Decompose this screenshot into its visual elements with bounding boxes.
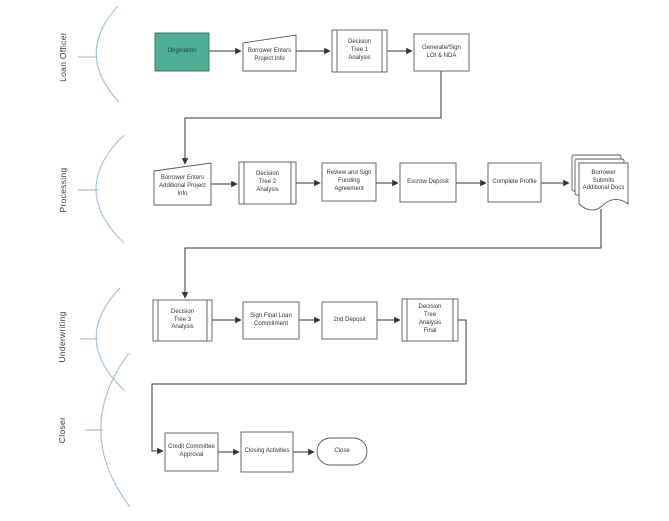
node-decision-tree-1-analysis[interactable]: Decision Tree 1 Analysis — [347, 39, 371, 61]
node-decision-tree-2-analysis[interactable]: Decision Tree 2 Analysis — [255, 171, 279, 193]
node-shape-decision-tree-1-analysis — [331, 29, 388, 73]
node-generate-sign-loi-nda[interactable]: Generate/Sign LOI & NDA — [422, 44, 461, 59]
node-shape-review-and-sign-funding-agreement — [321, 162, 377, 202]
connectors-layer — [151, 47, 602, 456]
node-shape-decision-tree-2-analysis — [238, 161, 297, 205]
lane-brace-loan-officer — [95, 5, 120, 103]
lane-brace-closer — [100, 352, 131, 508]
node-credit-committee-approval[interactable]: Credit Committee Approval — [168, 444, 215, 458]
node-shape-decision-tree-3-analysis — [152, 299, 213, 342]
node-decision-tree-analysis-final[interactable]: Decision Tree Analysis Final — [418, 304, 442, 334]
node-shape-close — [316, 437, 368, 466]
connector-borrower-submits-additional-docs-to-decision-tree-3-analysis — [181, 209, 602, 299]
node-borrower-submits-additional-docs[interactable]: Borrower Submits Additional Docs — [582, 169, 625, 192]
node-close[interactable]: Close — [334, 447, 350, 454]
node-shape-second-deposit — [321, 301, 378, 340]
node-shape-borrower-enters-additional-project-info — [153, 162, 212, 206]
node-decision-tree-3-analysis[interactable]: Decision Tree 3 Analysis — [170, 308, 194, 331]
node-shape-origination — [154, 32, 210, 72]
node-review-and-sign-funding-agreement[interactable]: Review and Sign Funding Agreement — [326, 170, 372, 192]
node-second-deposit[interactable]: 2nd Deposit — [333, 316, 366, 323]
node-shape-generate-sign-loi-nda — [413, 33, 470, 72]
node-borrower-enters-additional-project-info[interactable]: Borrower Enters Additional Project Info — [159, 175, 206, 197]
node-sign-final-loan-commitment[interactable]: Sign Final Loan Commitment — [250, 312, 292, 327]
node-shape-decision-tree-analysis-final — [401, 298, 459, 342]
node-shapes-layer — [152, 29, 629, 473]
connector-decision-tree-analysis-final-to-credit-committee-approval — [151, 319, 467, 455]
node-shape-escrow-deposit — [399, 162, 457, 203]
lane-brace-underwriting — [95, 287, 126, 392]
node-shape-credit-committee-approval — [164, 432, 219, 472]
lane-brace-processing — [95, 134, 125, 244]
node-escrow-deposit[interactable]: Escrow Deposit — [407, 178, 449, 185]
node-shape-borrower-submits-additional-docs — [578, 162, 629, 211]
node-closing-activities[interactable]: Closing Activities — [244, 448, 290, 455]
node-borrower-enters-project-info[interactable]: Borrower Enters Project Info — [247, 48, 292, 62]
lane-braces-layer — [78, 5, 131, 508]
node-origination[interactable]: Origination — [167, 48, 197, 55]
connector-generate-sign-loi-nda-to-borrower-enters-additional-project-info — [181, 71, 442, 165]
node-shape-complete-profile — [487, 162, 542, 203]
node-shape-closing-activities — [240, 431, 294, 473]
node-complete-profile[interactable]: Complete Profile — [492, 178, 537, 185]
node-shape-sign-final-loan-commitment — [242, 301, 300, 340]
node-shape-borrower-enters-project-info — [242, 34, 297, 72]
